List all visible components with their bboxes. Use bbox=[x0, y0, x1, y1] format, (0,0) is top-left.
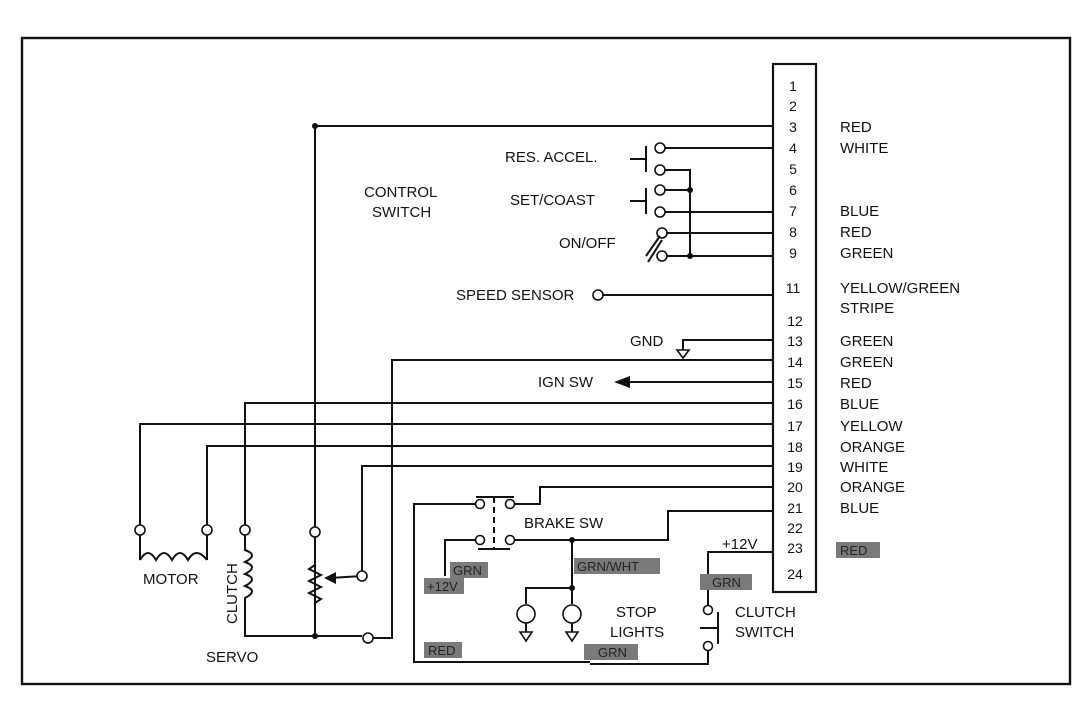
plus12v-label: +12V bbox=[722, 536, 757, 553]
wire-color-label: BLUE bbox=[840, 396, 879, 413]
pin-number: 22 bbox=[787, 520, 803, 536]
clutch-label: CLUTCH bbox=[224, 563, 241, 624]
wiring bbox=[139, 123, 773, 665]
wire-color-label: RED bbox=[840, 224, 872, 241]
wire-color-label: YELLOW/GREEN bbox=[840, 280, 960, 297]
shaded-label: GRN bbox=[453, 563, 482, 578]
pin-number: 15 bbox=[787, 375, 803, 391]
wire-color-label: ORANGE bbox=[840, 479, 905, 496]
wire-color-label: ORANGE bbox=[840, 439, 905, 456]
wire-color-label: WHITE bbox=[840, 140, 888, 157]
speed-sensor-label: SPEED SENSOR bbox=[456, 287, 575, 304]
pin-number: 7 bbox=[789, 203, 797, 219]
pin-number: 20 bbox=[787, 479, 803, 495]
pin-number: 17 bbox=[787, 418, 803, 434]
wire-color-label: GREEN bbox=[840, 333, 893, 350]
pin-number: 19 bbox=[787, 459, 803, 475]
wire-color-label: RED bbox=[840, 119, 872, 136]
component-labels: CONTROL SWITCH RES. ACCEL. SET/COAST ON/… bbox=[143, 149, 796, 666]
motor-coil bbox=[134, 524, 213, 563]
wire-color-labels: RED WHITE BLUE RED GREEN YELLOW/GREEN ST… bbox=[836, 119, 960, 558]
gnd-label: GND bbox=[630, 333, 664, 350]
res-accel-label: RES. ACCEL. bbox=[505, 149, 598, 166]
pin-number: 9 bbox=[789, 245, 797, 261]
servo-potentiometer bbox=[306, 526, 374, 644]
stop-lights bbox=[516, 604, 582, 643]
clutch-switch-label: SWITCH bbox=[735, 624, 794, 641]
speed-sensor-terminal bbox=[592, 289, 604, 301]
shaded-label: GRN bbox=[598, 645, 627, 660]
pin-number: 6 bbox=[789, 182, 797, 198]
pin-number: 18 bbox=[787, 439, 803, 455]
wire-color-label: WHITE bbox=[840, 459, 888, 476]
pin-number: 21 bbox=[787, 500, 803, 516]
diagram-frame bbox=[20, 36, 1072, 686]
wire-color-label: STRIPE bbox=[840, 300, 894, 317]
connector-pin-numbers: 1 2 3 4 5 6 7 8 9 11 12 13 14 15 16 17 1… bbox=[786, 78, 803, 582]
brake-sw-label: BRAKE SW bbox=[524, 515, 604, 532]
wire-color-label: BLUE bbox=[840, 203, 879, 220]
pin-number: 1 bbox=[789, 78, 797, 94]
pin-number: 8 bbox=[789, 224, 797, 240]
pin-number: 2 bbox=[789, 98, 797, 114]
pin-number: 5 bbox=[789, 161, 797, 177]
motor-label: MOTOR bbox=[143, 571, 199, 588]
shaded-label: GRN bbox=[712, 575, 741, 590]
pin-number: 11 bbox=[786, 280, 801, 296]
shaded-highlight bbox=[836, 542, 880, 558]
shaded-labels: GRN +12V GRN/WHT GRN RED GRN bbox=[424, 558, 752, 660]
set-coast-label: SET/COAST bbox=[510, 192, 595, 209]
clutch-switch bbox=[700, 604, 719, 652]
pin-number: 16 bbox=[787, 396, 803, 412]
pin-number: 23 bbox=[787, 540, 803, 556]
wire-color-label: GREEN bbox=[840, 354, 893, 371]
pin-number: 14 bbox=[787, 354, 803, 370]
shaded-label: +12V bbox=[427, 579, 458, 594]
shaded-label: GRN/WHT bbox=[577, 559, 639, 574]
wire-color-label: RED bbox=[840, 543, 867, 558]
connector-block bbox=[771, 62, 818, 594]
wire-color-label: BLUE bbox=[840, 500, 879, 517]
control-switch-label: CONTROL bbox=[364, 184, 437, 201]
pin-number: 4 bbox=[789, 140, 797, 156]
wire-color-label: YELLOW bbox=[840, 418, 903, 435]
pin-number: 3 bbox=[789, 119, 797, 135]
pin-number: 13 bbox=[787, 333, 803, 349]
brake-switch bbox=[474, 496, 516, 550]
stop-lights-label: STOP bbox=[616, 604, 657, 621]
wire-color-label: RED bbox=[840, 375, 872, 392]
pin-number: 12 bbox=[787, 313, 803, 329]
control-switch-label: SWITCH bbox=[372, 204, 431, 221]
pin-number: 24 bbox=[787, 566, 803, 582]
clutch-switch-label: CLUTCH bbox=[735, 604, 796, 621]
wire-color-label: GREEN bbox=[840, 245, 893, 262]
ign-sw-label: IGN SW bbox=[538, 374, 594, 391]
stop-lights-label: LIGHTS bbox=[610, 624, 664, 641]
control-switch bbox=[630, 142, 668, 263]
shaded-label: RED bbox=[428, 643, 455, 658]
clutch-coil bbox=[239, 524, 253, 613]
servo-label: SERVO bbox=[206, 649, 258, 666]
on-off-label: ON/OFF bbox=[559, 235, 616, 252]
